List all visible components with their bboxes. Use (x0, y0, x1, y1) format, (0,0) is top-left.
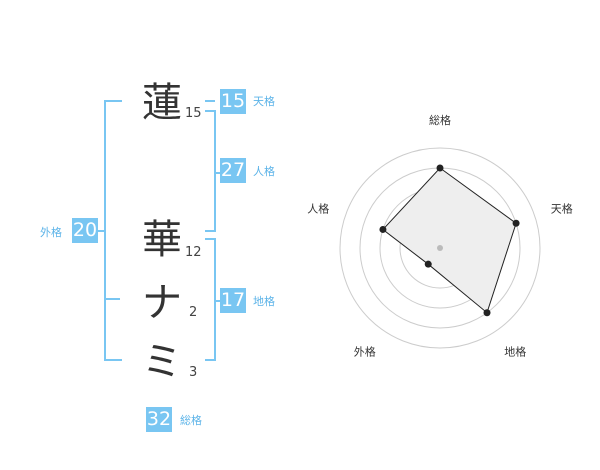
stroke-count-3: 2 (189, 305, 198, 320)
radar-point-1 (512, 219, 520, 227)
stroke-count-1: 15 (185, 106, 202, 121)
chikaku-bracket (205, 238, 216, 361)
gaikaku-bracket-tick (106, 298, 120, 300)
chikaku-label: 地格 (253, 295, 275, 308)
gaikaku-bracket-stub (98, 230, 104, 232)
radar-point-4 (379, 225, 387, 233)
radar-point-3 (424, 260, 432, 268)
soukaku-badge: 32 (146, 407, 172, 432)
radar-ring-5 (339, 147, 541, 349)
radar-axis-label-2: 地格 (504, 345, 526, 359)
tenkaku-badge: 15 (220, 89, 246, 114)
radar-axis-label-0: 総格 (429, 113, 451, 127)
tenkaku-bracket (205, 100, 215, 102)
tenkaku-label: 天格 (253, 95, 275, 108)
radar-axis-label-3: 外格 (354, 345, 376, 359)
name-char-3: ナ (142, 280, 182, 326)
radar-axis-label-1: 天格 (551, 201, 573, 215)
jinkaku-badge: 27 (220, 158, 246, 183)
radar-point-2 (483, 309, 491, 317)
jinkaku-bracket-stub (214, 172, 220, 174)
name-char-4: ミ (142, 339, 182, 385)
jinkaku-label: 人格 (253, 165, 275, 178)
gaikaku-label: 外格 (40, 226, 62, 239)
radar-point-0 (436, 164, 444, 172)
chikaku-bracket-stub (214, 300, 220, 302)
jinkaku-bracket (205, 110, 216, 232)
radar-center-dot (437, 245, 443, 251)
name-char-2: 華 (142, 217, 182, 263)
radar-points (379, 164, 520, 317)
gaikaku-badge: 20 (72, 218, 98, 243)
radar-axis-label-4: 人格 (307, 201, 329, 215)
stroke-count-2: 12 (185, 245, 202, 260)
stroke-count-4: 3 (189, 365, 198, 380)
gaikaku-bracket (104, 100, 122, 361)
name-char-1: 蓮 (142, 80, 182, 126)
chikaku-badge: 17 (220, 288, 246, 313)
soukaku-label: 総格 (180, 414, 202, 427)
radar-area (382, 167, 517, 314)
